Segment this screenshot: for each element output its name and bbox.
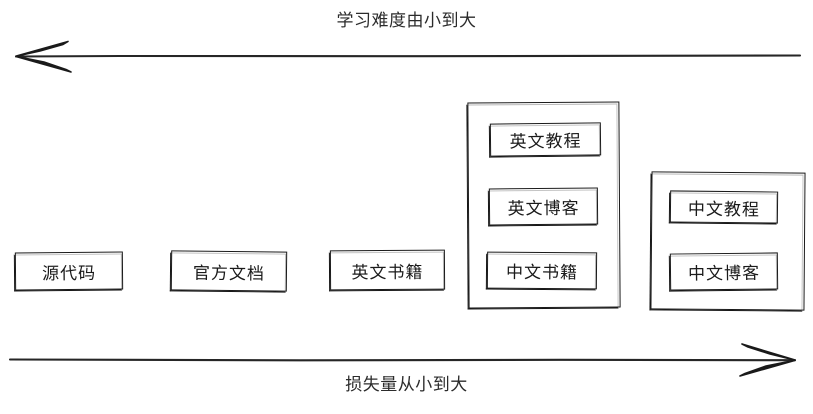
- node-english-books[interactable]: 英文书籍: [329, 249, 446, 291]
- node-label: 官方文档: [192, 263, 266, 284]
- top-axis-arrow: [14, 40, 802, 73]
- top-axis-label: 学习难度由小到大: [336, 11, 477, 31]
- node-official-docs[interactable]: 官方文档: [170, 250, 288, 292]
- node-label: 源代码: [41, 263, 97, 284]
- node-english-tutorial[interactable]: 英文教程: [489, 122, 602, 157]
- node-chinese-tutorial[interactable]: 中文教程: [669, 190, 779, 224]
- node-label: 中文书籍: [505, 262, 579, 284]
- node-source-code[interactable]: 源代码: [14, 251, 124, 291]
- node-chinese-books[interactable]: 中文书籍: [486, 251, 598, 290]
- node-chinese-blog[interactable]: 中文博客: [669, 252, 779, 291]
- node-label: 英文教程: [509, 131, 582, 153]
- bottom-axis-label: 损失量从小到大: [345, 375, 468, 395]
- bottom-axis-arrow: [8, 343, 797, 377]
- node-english-blog[interactable]: 英文博客: [488, 187, 599, 226]
- node-label: 中文教程: [687, 199, 761, 220]
- node-label: 中文博客: [687, 263, 761, 285]
- node-label: 英文书籍: [351, 262, 424, 283]
- node-label: 英文博客: [507, 198, 580, 220]
